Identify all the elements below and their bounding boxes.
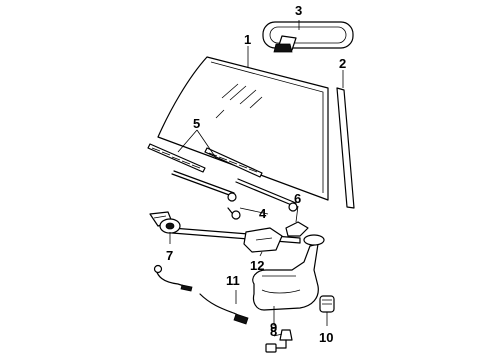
callout-12: 12 (250, 258, 264, 273)
washer-reservoir (252, 234, 325, 311)
callout-1: 1 (244, 32, 251, 47)
callout-11: 11 (226, 273, 240, 288)
rearview-mirror (262, 21, 354, 53)
wiper-motor (149, 211, 181, 234)
callout-2: 2 (339, 56, 346, 71)
callout-3: 3 (295, 3, 302, 18)
callout-8: 8 (270, 324, 277, 339)
callout-10: 10 (319, 330, 333, 345)
washer-hose (153, 264, 249, 325)
windshield-moulding (336, 87, 355, 209)
level-sensor (265, 329, 293, 353)
wiper-blades (147, 143, 263, 178)
callout-5: 5 (193, 116, 200, 131)
washer-pump (319, 295, 335, 313)
windshield (157, 56, 329, 201)
wiper-arms (171, 170, 298, 212)
callout-7: 7 (166, 248, 173, 263)
cowl-cover (243, 227, 283, 253)
callout-9: 9 (270, 320, 277, 335)
leader-lines (169, 20, 344, 337)
callout-6: 6 (294, 191, 301, 206)
callout-4: 4 (259, 206, 267, 221)
wiper-linkage (171, 207, 309, 244)
